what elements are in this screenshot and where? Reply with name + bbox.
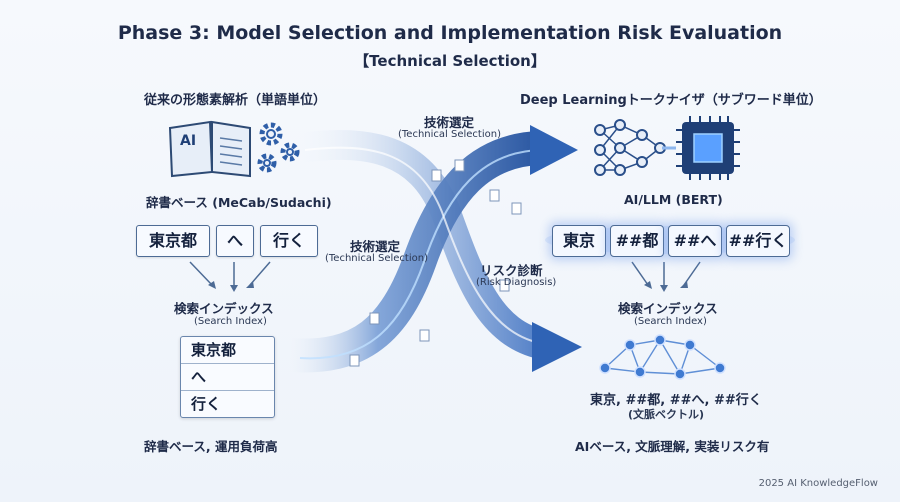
left-heading: 従来の形態素解析（単語単位） [144, 93, 327, 108]
mid-selection-label: 技術選定 [350, 239, 401, 254]
risk-label: リスク診断 [480, 263, 543, 278]
document-icon [454, 159, 465, 172]
document-icon [431, 169, 442, 182]
left-index-label-en: (Search Index) [194, 316, 267, 327]
flow-arrow-lower-dark [288, 131, 542, 373]
book-icon [168, 120, 251, 178]
token-right-2: ##都 [610, 225, 664, 257]
mid-selection-label-en: (Technical Selection) [325, 253, 428, 264]
token-right-3: ##へ [668, 225, 722, 257]
vector-label: (文脈ベクトル) [628, 408, 705, 421]
token-left-1: 東京都 [136, 225, 210, 257]
index-row: へ [181, 364, 274, 391]
token-left-3: 行く [260, 225, 318, 257]
token-right-4: ##行く [726, 225, 790, 257]
arrowhead-upper [530, 125, 578, 175]
vector-tokens: 東京, ##都, ##へ, ##行く [590, 393, 762, 408]
book-icon-label: AI [180, 133, 197, 149]
right-index-label: 検索インデックス [618, 301, 718, 316]
chip-icon [676, 116, 740, 180]
document-icon [349, 354, 360, 367]
right-bottom-label: AIベース, 文脈理解, 実装リスク有 [575, 439, 770, 454]
footer-credit: 2025 AI KnowledgeFlow [758, 478, 878, 489]
document-icon [499, 279, 510, 292]
left-index-label: 検索インデックス [174, 301, 274, 316]
index-row: 行く [191, 395, 222, 413]
document-icon [511, 202, 522, 215]
right-heading: Deep Learningトークナイザ（サブワード単位） [520, 93, 822, 108]
right-index-label-en: (Search Index) [634, 316, 707, 327]
search-index-box: 東京都 へ 行く [180, 336, 275, 418]
left-bottom-label: 辞書ベース, 運用負荷高 [144, 439, 278, 454]
index-row: 東京都 [181, 337, 274, 364]
model-label: AI/LLM (BERT) [624, 192, 723, 207]
token-right-1: 東京 [552, 225, 606, 257]
page-subtitle: 【Technical Selection】 [354, 52, 546, 70]
top-selection-label: 技術選定 [424, 115, 475, 130]
page-title: Phase 3: Model Selection and Implementat… [117, 22, 783, 44]
arrowhead-lower [532, 322, 582, 372]
gear-icon [257, 122, 300, 173]
document-icon [419, 329, 430, 342]
risk-label-en: (Risk Diagnosis) [476, 277, 557, 288]
token-left-2: へ [216, 225, 254, 257]
dictionary-label: 辞書ベース (MeCab/Sudachi) [146, 195, 332, 210]
document-icon [489, 189, 500, 202]
top-selection-label-en: (Technical Selection) [398, 129, 501, 140]
document-icon [369, 312, 380, 325]
neural-network-icon [599, 124, 661, 171]
